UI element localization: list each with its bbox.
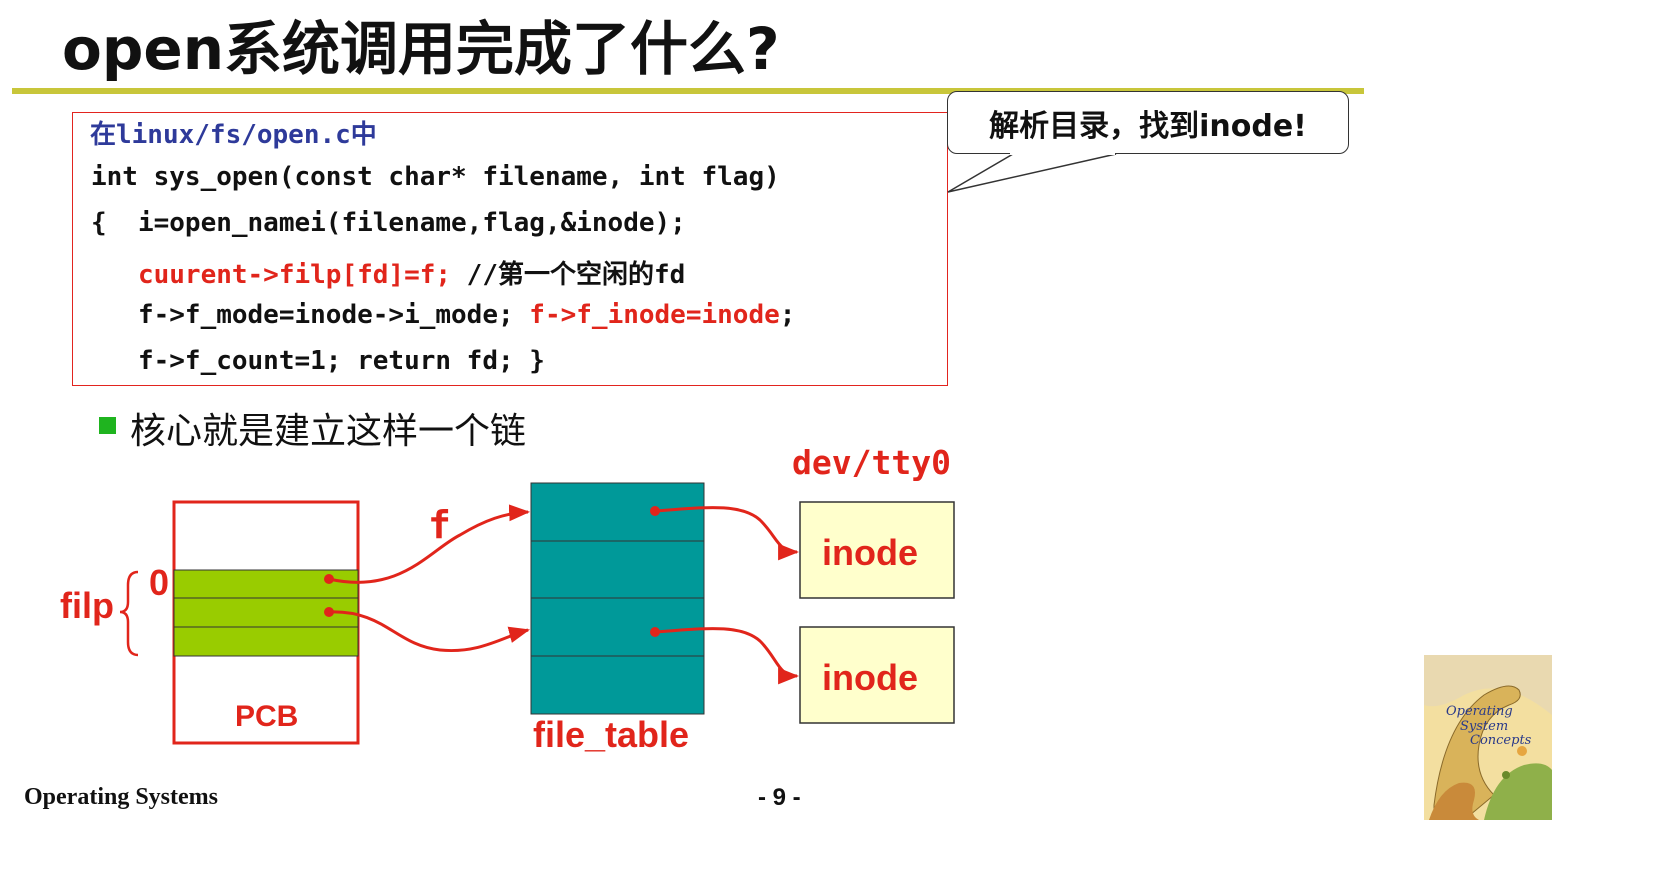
code-segment: 在linux/fs/open.c中	[90, 120, 377, 150]
code-segment: //第一个空闲的fd	[451, 260, 685, 290]
code-segment: f->f_mode=inode->i_mode;	[91, 300, 529, 330]
file-table-label: file_table	[533, 714, 689, 756]
footer-course: Operating Systems	[24, 784, 218, 811]
code-line: f->f_count=1; return fd; }	[91, 346, 545, 376]
book-title-line: Operating	[1446, 704, 1513, 719]
filp-brace	[120, 572, 138, 655]
callout-joint	[1010, 151, 1115, 155]
code-segment: f->f_count=1; return fd; }	[91, 346, 545, 376]
f-label: f	[428, 503, 451, 547]
book-title-line: System	[1460, 719, 1508, 734]
code-line: int sys_open(const char* filename, int f…	[91, 162, 780, 192]
code-box	[72, 112, 948, 386]
code-line: { i=open_namei(filename,flag,&inode);	[91, 208, 686, 238]
inode-label-top: inode	[822, 532, 918, 574]
code-segment: ;	[780, 300, 796, 330]
device-label: dev/tty0	[792, 443, 951, 482]
code-line: 在linux/fs/open.c中	[90, 114, 377, 151]
code-segment: { i=open_namei(filename,flag,&inode);	[91, 208, 686, 238]
book-cover-image: Operating System Concepts	[1424, 655, 1552, 820]
slide-title: open系统调用完成了什么?	[62, 2, 780, 86]
filp-index-zero: 0	[149, 562, 169, 604]
book-title-line: Concepts	[1470, 733, 1532, 748]
bullet-square-icon	[99, 417, 116, 434]
code-line: cuurent->filp[fd]=f; //第一个空闲的fd	[91, 254, 685, 291]
code-segment: int sys_open(const char* filename, int f…	[91, 162, 780, 192]
footer-page-number: - 9 -	[758, 784, 801, 812]
code-segment: cuurent->filp[fd]=f;	[91, 260, 451, 290]
chain-diagram	[0, 440, 1000, 770]
inode-label-bottom: inode	[822, 657, 918, 699]
pcb-label: PCB	[235, 700, 298, 734]
code-line: f->f_mode=inode->i_mode; f->f_inode=inod…	[91, 300, 795, 330]
callout-bubble: 解析目录，找到inode!	[947, 91, 1349, 154]
code-segment: f->f_inode=inode	[529, 300, 779, 330]
filp-label: filp	[60, 585, 114, 627]
